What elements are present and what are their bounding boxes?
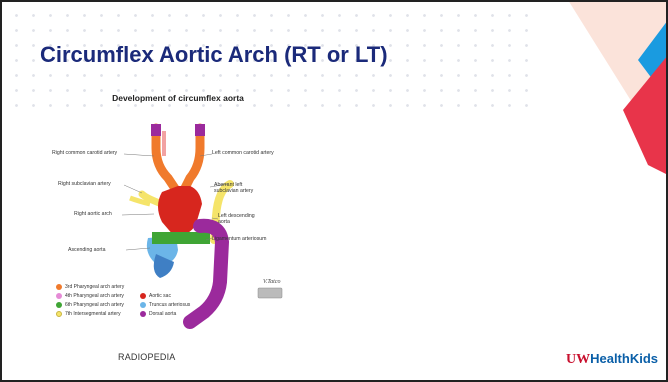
legend-label: 7th Intersegmental artery xyxy=(65,311,121,317)
legend-swatch xyxy=(140,311,146,317)
legend-swatch xyxy=(56,284,62,290)
label-left-descending-2: aorta xyxy=(218,219,230,225)
label-right-aortic-arch: Right aortic arch xyxy=(74,211,112,217)
legend-label: 6th Pharyngeal arch artery xyxy=(65,302,124,308)
legend-swatch xyxy=(56,293,62,299)
signature-text: V.Tatco xyxy=(263,279,281,285)
legend-item-dorsal-aorta: Dorsal aorta xyxy=(140,311,176,317)
right-carotid-tip xyxy=(151,124,161,136)
legend-swatch xyxy=(140,293,146,299)
legend-label: Dorsal aorta xyxy=(149,311,176,317)
legend-item-aortic-sac: Aortic sac xyxy=(140,293,171,299)
source-credit: RADIOPEDIA xyxy=(118,352,176,362)
legend-label: 4th Pharyngeal arch artery xyxy=(65,293,124,299)
label-ascending-aorta: Ascending aorta xyxy=(68,247,106,253)
legend-swatch xyxy=(56,311,62,317)
corner-decoration xyxy=(528,0,668,190)
legend-label: Truncus arteriosus xyxy=(149,302,190,308)
left-carotid-tip xyxy=(195,124,205,136)
circumflex-aorta-diagram: Development of circumflex aorta xyxy=(50,86,306,346)
legend-item-6th-arch: 6th Pharyngeal arch artery xyxy=(56,302,124,308)
label-ligamentum: Ligamentum arteriosum xyxy=(212,236,267,242)
label-left-common-carotid: Left common carotid artery xyxy=(212,150,274,156)
legend-swatch xyxy=(140,302,146,308)
legend-item-7th-intersegmental: 7th Intersegmental artery xyxy=(56,311,121,317)
left-common-carotid-vessel xyxy=(184,128,200,190)
sixth-arch-vessel xyxy=(152,232,210,244)
legend-item-3rd-arch: 3rd Pharyngeal arch artery xyxy=(56,284,124,290)
legend-label: Aortic sac xyxy=(149,293,171,299)
label-aberrant-left-subclavian-2: subclavian artery xyxy=(214,188,253,194)
legend-label: 3rd Pharyngeal arch artery xyxy=(65,284,124,290)
label-right-subclavian: Right subclavian artery xyxy=(58,181,111,187)
legend-swatch xyxy=(56,302,62,308)
uw-health-kids-logo: UWHealthKids xyxy=(566,351,658,368)
logo-healthkids: HealthKids xyxy=(590,351,658,366)
logo-uw: UW xyxy=(566,352,590,367)
legend-item-truncus: Truncus arteriosus xyxy=(140,302,190,308)
cc-license-badge xyxy=(258,288,282,298)
slide-title: Circumflex Aortic Arch (RT or LT) xyxy=(40,42,388,68)
label-right-common-carotid: Right common carotid artery xyxy=(52,150,117,156)
legend-item-4th-arch: 4th Pharyngeal arch artery xyxy=(56,293,124,299)
